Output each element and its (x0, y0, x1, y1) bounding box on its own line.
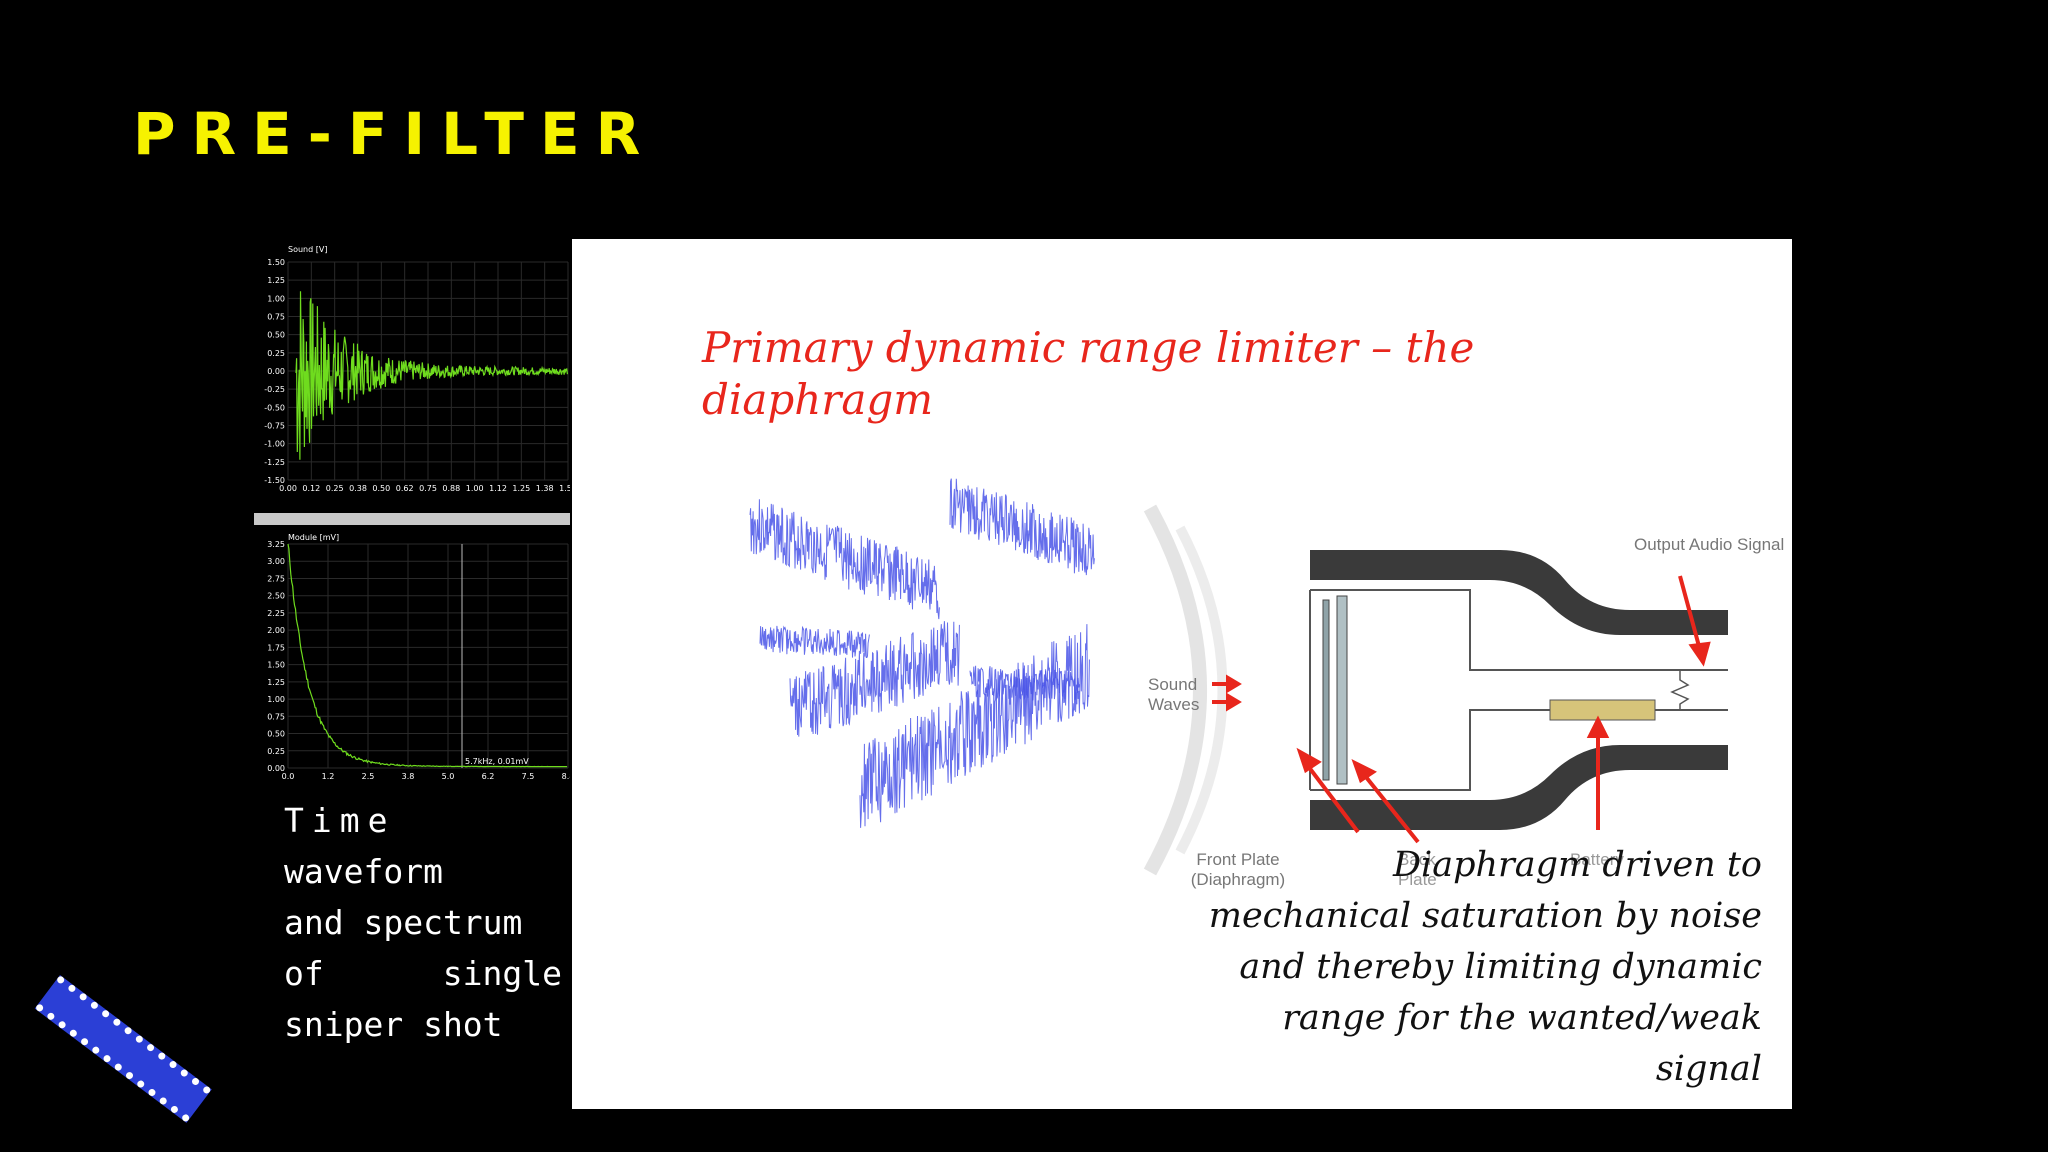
film-strip-icon (34, 975, 212, 1123)
y-tick-label: 0.75 (267, 712, 285, 721)
y-tick-label: -0.75 (264, 422, 285, 431)
caption-line-4: of single (284, 954, 562, 993)
y-tick-label: 3.00 (267, 557, 285, 566)
y-tick-label: 1.50 (267, 661, 285, 670)
y-tick-label: 1.00 (267, 695, 285, 704)
x-tick-label: 0.12 (302, 484, 320, 493)
sound-waves-label: Sound Waves (1148, 675, 1200, 714)
caption-line-5: sniper shot (284, 1005, 503, 1044)
chart-separator (254, 513, 570, 525)
red-arrows (1212, 575, 1711, 844)
y-tick-label: -1.25 (264, 458, 285, 467)
y-tick-label: 2.75 (267, 574, 285, 583)
spectrum-svg: Module [mV] 3.25 3.00 2.75 2.50 2.25 2.00 1.75… (267, 533, 574, 781)
waveform-chart: Sound [V] 1.50 1.25 1.00 0.75 0.50 0.25 0.00 -0… (252, 244, 577, 504)
noise-graphic (749, 478, 1095, 828)
noise-scribble (949, 478, 1095, 576)
x-tick-label: 1.25 (512, 484, 530, 493)
y-tick-label: 0.25 (267, 747, 285, 756)
back-plate (1336, 595, 1348, 785)
chart-caption: Time waveform and spectrum of single sni… (284, 795, 562, 1050)
y-tick-label: 1.00 (267, 294, 285, 303)
battery-label: Battery (1570, 850, 1624, 869)
y-tick-label: 2.50 (267, 592, 285, 601)
x-tick-label: 0.88 (442, 484, 460, 493)
y-tick-label: -0.50 (264, 403, 285, 412)
diaphragm-note: Diaphragm driven to mechanical saturatio… (1208, 845, 1762, 1089)
spectrum-chart: Module [mV] 3.25 3.00 2.75 2.50 2.25 2.00 1.75… (252, 532, 574, 792)
microphone-diagram (1143, 504, 1728, 876)
y-tick-label: 2.25 (267, 609, 285, 618)
y-tick-label: 1.25 (267, 276, 285, 285)
housing-top (1310, 550, 1728, 635)
noise-scribble (759, 625, 870, 658)
y-tick-label: 2.00 (267, 626, 285, 635)
noise-scribble (789, 621, 960, 737)
noise-scribble (749, 499, 940, 620)
caption-line-3: and spectrum (284, 903, 523, 942)
x-tick-label: 1.00 (466, 484, 484, 493)
spectrum-trace (287, 543, 568, 768)
x-tick-label: 0.75 (419, 484, 437, 493)
y-tick-label: -0.25 (264, 385, 285, 394)
y-tick-label: 0.75 (267, 313, 285, 322)
x-tick-label: 1.2 (322, 772, 335, 781)
caption-line-2: waveform (284, 852, 443, 891)
x-tick-label: 0.50 (372, 484, 390, 493)
sound-wave-arc (1175, 525, 1228, 855)
x-tick-label: 0.62 (396, 484, 414, 493)
waveform-svg: Sound [V] 1.50 1.25 1.00 0.75 0.50 0.25 0.00 -0… (264, 245, 577, 493)
battery (1549, 699, 1656, 721)
front-plate-label: Front Plate (Diaphragm) (1190, 850, 1286, 889)
y-tick-label: 3.25 (267, 540, 285, 549)
sound-wave-arc (1143, 504, 1207, 876)
front-plate (1322, 599, 1330, 781)
y-tick-label: -1.00 (264, 440, 285, 449)
x-tick-label: 5.0 (442, 772, 455, 781)
spectrum-marker-label: 5.7kHz, 0.01mV (465, 757, 529, 766)
x-tick-label: 1.38 (536, 484, 554, 493)
x-tick-label: 1.50 (559, 484, 570, 493)
housing-bottom (1310, 745, 1728, 830)
x-tick-label: 3.8 (402, 772, 415, 781)
x-tick-label: 7.5 (522, 772, 535, 781)
y-tick-label: 1.75 (267, 643, 285, 652)
y-tick-label: 1.25 (267, 678, 285, 687)
slide-title: Pre-filter (133, 100, 657, 168)
y-tick-label: 0.00 (267, 367, 285, 376)
back-plate-label: Back Plate (1398, 850, 1437, 889)
waveform-ylabel: Sound [V] (288, 245, 327, 254)
panel-heading: Primary dynamic range limiter – the diap… (702, 323, 1475, 424)
y-tick-label: 0.25 (267, 349, 285, 358)
x-tick-label: 2.5 (362, 772, 375, 781)
y-tick-label: 0.50 (267, 331, 285, 340)
noise-scribble (859, 624, 1090, 828)
x-tick-label: 1.12 (489, 484, 507, 493)
x-tick-label: 0.38 (349, 484, 367, 493)
y-tick-label: 0.50 (267, 730, 285, 739)
waveform-trace (295, 291, 568, 460)
content-panel (572, 239, 1792, 1109)
caption-line-1: Time (284, 801, 396, 840)
x-tick-label: 8.8 (562, 772, 570, 781)
spectrum-ylabel: Module [mV] (288, 533, 339, 542)
x-tick-label: 0.25 (326, 484, 344, 493)
y-tick-label: -1.50 (264, 476, 285, 485)
y-tick-label: 0.00 (267, 764, 285, 773)
x-tick-label: 6.2 (482, 772, 495, 781)
x-tick-label: 0.0 (282, 772, 295, 781)
resistor-icon (1670, 670, 1690, 710)
y-tick-label: 1.50 (267, 258, 285, 267)
x-tick-label: 0.00 (279, 484, 297, 493)
output-audio-label: Output Audio Signal (1634, 535, 1785, 554)
